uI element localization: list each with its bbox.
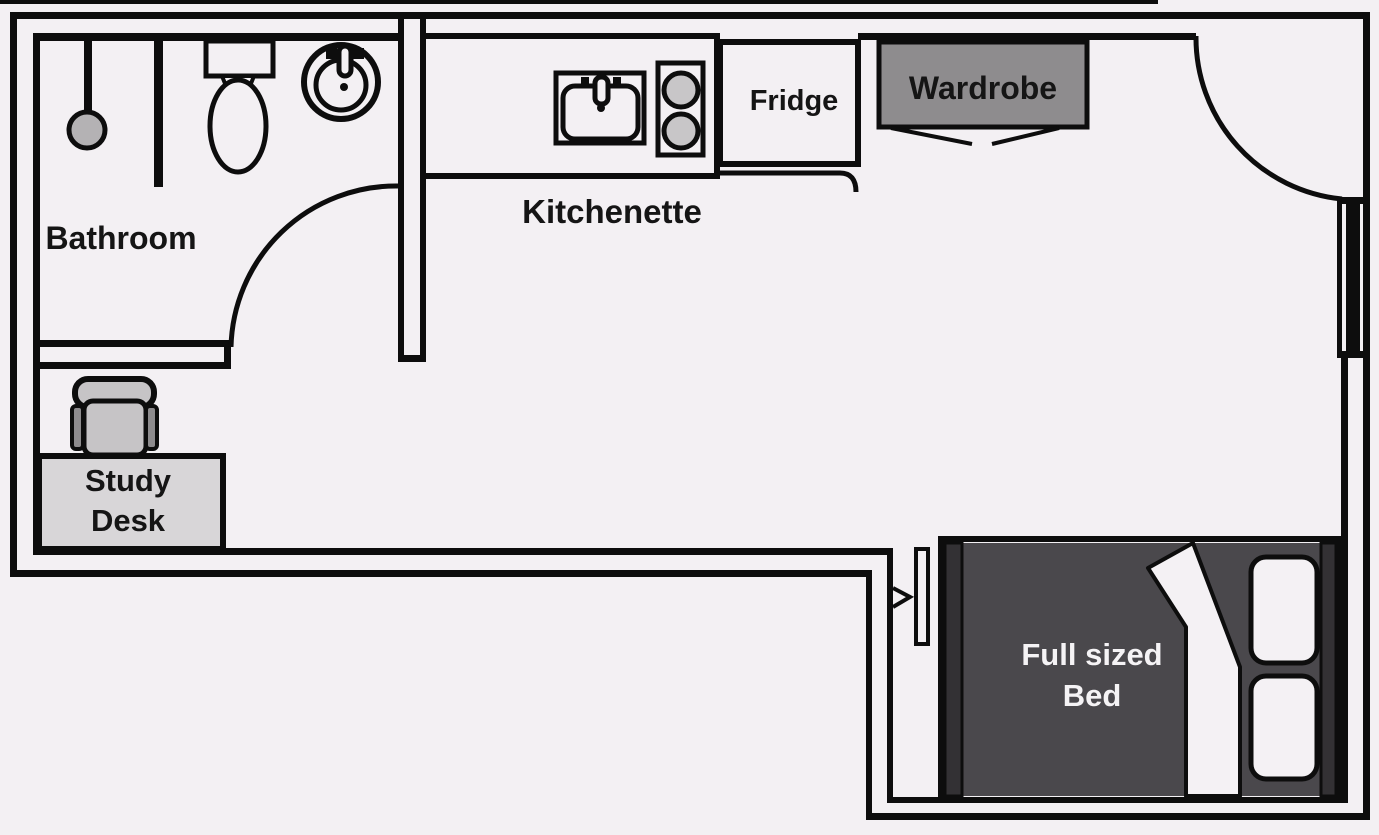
window: [1337, 197, 1368, 358]
kitchen-sink-icon: [553, 70, 647, 146]
toilet-icon: [203, 38, 276, 175]
sliding-door: [891, 547, 930, 646]
bed-outline: [938, 536, 1343, 803]
window-sash-bar: [1346, 204, 1360, 351]
counter-return-line: [717, 170, 859, 193]
divider-wall-right-line: [420, 19, 426, 362]
left-wall-inner: [33, 33, 40, 548]
kitchen-drain: [597, 104, 605, 112]
nook-left-wall-outer: [866, 570, 872, 820]
fridge-label: Fridge: [750, 85, 839, 117]
bathroom-bottom-wall-upper: [33, 340, 231, 347]
bed-label-line2: Bed: [1063, 678, 1122, 713]
bathroom-fixtures: [66, 38, 381, 187]
desk-chair-icon: [70, 376, 159, 458]
nook-left-wall-inner: [887, 548, 893, 803]
sink-drain: [340, 83, 348, 91]
bottom-wall-inner: [33, 548, 893, 555]
burner-top: [661, 70, 701, 110]
folded-sheet: [1146, 541, 1242, 798]
right-wall-outer: [1363, 12, 1370, 818]
slide-direction-chevron-icon: [891, 586, 915, 609]
bathroom-door-swing-arc: [228, 183, 399, 348]
divider-wall-left-line: [398, 19, 404, 362]
kitchen-handle-left: [581, 77, 589, 85]
sink-handle-left: [326, 48, 337, 59]
shower-hose-line: [84, 39, 92, 115]
bed-unit: Full sized Bed: [938, 536, 1343, 803]
desk-label-line2: Desk: [91, 503, 166, 538]
wardrobe-unit: [876, 39, 1090, 146]
sink-faucet: [336, 43, 354, 79]
window-top-cap: [1337, 197, 1368, 204]
kitchen-faucet: [592, 74, 611, 107]
pillow-top: [1248, 554, 1320, 666]
top-wall-outer: [10, 12, 1370, 19]
top-edge-artifact: [0, 0, 1158, 4]
nook-bottom-wall-outer: [866, 813, 1370, 820]
window-bottom-cap: [1337, 351, 1368, 358]
window-inner-line: [1337, 197, 1342, 358]
bed-label-line1: Full sized: [1021, 637, 1162, 672]
top-wall-inner-bathroom: [33, 33, 404, 41]
wardrobe-label: Wardrobe: [909, 70, 1057, 106]
wardrobe-door-left: [890, 126, 973, 146]
kitchen-handle-right: [613, 77, 621, 85]
kitchenette-label: Kitchenette: [522, 193, 702, 230]
bathroom-bottom-wall-lower: [33, 362, 231, 369]
divider-wall-end-cap: [398, 355, 426, 362]
bathroom-wall-end-cap: [224, 340, 231, 369]
toilet-bowl: [207, 77, 269, 175]
sink-handle-right: [353, 48, 364, 59]
chair-armrest-right: [144, 404, 159, 451]
bed-footboard: [943, 541, 964, 798]
left-wall-outer: [10, 12, 17, 577]
toilet-tank: [203, 38, 276, 79]
sliding-door-panel: [914, 547, 930, 646]
bathroom-sink-icon: [301, 42, 381, 122]
desk-area: [36, 376, 226, 552]
shower-head-icon: [66, 109, 108, 151]
pillow-bottom: [1248, 673, 1320, 782]
burner-bottom: [661, 111, 701, 151]
chair-armrest-left: [70, 404, 85, 451]
shower-partition: [154, 40, 163, 187]
wardrobe-box: [876, 39, 1090, 130]
bottom-wall-outer: [10, 570, 872, 577]
entry-door-swing-arc: [1193, 35, 1343, 202]
study-desk-box: [36, 453, 226, 552]
chair-seat: [81, 398, 149, 458]
desk-label-line1: Study: [85, 463, 172, 498]
fridge-box: [717, 39, 861, 167]
stove-icon: [655, 60, 706, 158]
bed-headboard: [1319, 541, 1338, 798]
top-wall-inner-right: [858, 33, 1196, 40]
right-wall-inner: [1341, 352, 1348, 803]
wardrobe-door-right: [991, 126, 1060, 146]
kitchenette-fixtures: [420, 33, 861, 193]
bathroom-label: Bathroom: [45, 220, 196, 256]
